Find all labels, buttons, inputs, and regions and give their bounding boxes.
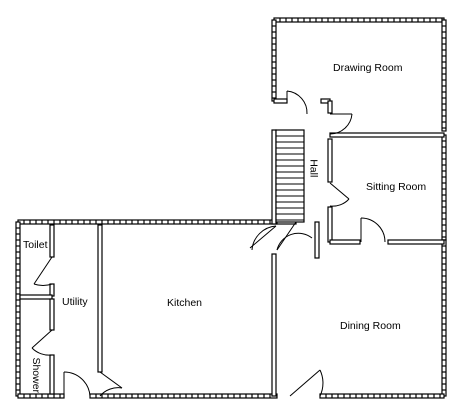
hall-front-door-right: [276, 221, 313, 251]
bottom-wall-dining: [319, 393, 445, 399]
hall-bottom-wall-right: [314, 221, 320, 259]
toilet-utility-divider: [19, 294, 53, 300]
room-label-hall: Hall: [307, 159, 320, 178]
toilet-right-wall-upper: [49, 224, 55, 258]
doors: [31, 90, 386, 397]
sitting-room-left-wall-lower: [327, 206, 333, 243]
room-label-toilet: Toilet: [23, 239, 48, 251]
room-label-sitting-room: Sitting Room: [366, 181, 427, 193]
drawing-room-partition-stub: [327, 100, 333, 114]
sitting-room-dining-door: [360, 217, 386, 243]
drawing-room-right-wall: [441, 19, 447, 132]
staircase-outline: [275, 129, 305, 223]
kitchen-back-door: [63, 371, 91, 397]
sitting-room-right-wall: [441, 134, 447, 241]
dining-room-right-wall: [441, 239, 447, 397]
toilet-right-wall-lower: [49, 283, 55, 297]
drawing-room-top-wall: [273, 17, 445, 23]
room-label-utility: Utility: [62, 296, 88, 308]
dining-room-external-door: [289, 369, 324, 397]
utility-kitchen-wall: [97, 224, 103, 373]
utility-kitchen-door: [99, 371, 123, 397]
kitchen-dining-wall: [271, 253, 277, 397]
bottom-wall-shower: [17, 393, 65, 399]
toilet-door: [33, 256, 53, 286]
room-label-drawing-room: Drawing Room: [333, 62, 403, 74]
sitting-room-bottom-wall-left: [329, 239, 361, 245]
sitting-room-top-wall: [329, 132, 445, 138]
room-label-dining-room: Dining Room: [340, 320, 401, 332]
shower-right-wall-upper: [49, 298, 55, 331]
room-label-kitchen: Kitchen: [167, 297, 203, 309]
drawing-room-left-wall: [271, 19, 277, 102]
sitting-room-bottom-wall-right: [387, 239, 445, 245]
walls: [15, 17, 447, 399]
sitting-room-hall-door: [329, 182, 350, 207]
drawing-room-door-left: [286, 90, 308, 115]
west-wall: [15, 221, 21, 397]
hall-left-wall: [271, 129, 277, 225]
drawing-room-door-right: [329, 113, 353, 135]
kitchen-top-wall: [17, 219, 278, 225]
hall-front-door-left: [249, 225, 277, 251]
bottom-wall-kitchen: [89, 393, 278, 399]
staircase: [275, 129, 305, 223]
shower-door: [31, 329, 53, 356]
shower-right-wall-lower: [49, 354, 55, 395]
drawing-room-door-jamb-left: [273, 98, 288, 104]
room-label-shower: Shower: [30, 357, 43, 394]
sitting-room-left-wall-upper: [327, 138, 333, 183]
